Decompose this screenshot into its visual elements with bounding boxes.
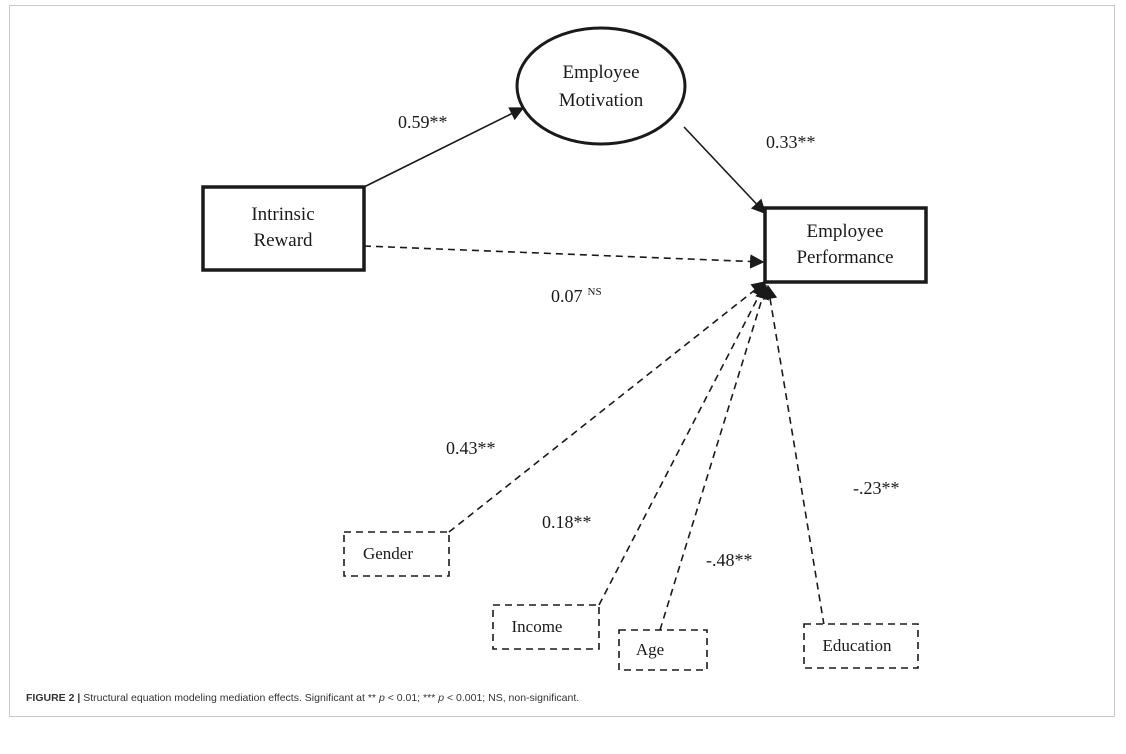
coef-education: -.23** — [853, 478, 900, 498]
coef-age: -.48** — [706, 550, 753, 570]
coef-reward-performance-sup: NS — [588, 286, 602, 298]
node-income-label: Income — [512, 617, 563, 636]
coef-gender: 0.43** — [446, 438, 496, 458]
node-gender — [343, 531, 450, 577]
path-motivation-performance — [683, 126, 766, 215]
sem-diagram: Employee Motivation Intrinsic Reward Emp… — [201, 26, 928, 671]
node-performance-line1: Employee — [806, 221, 883, 242]
path-reward-motivation — [363, 107, 525, 188]
coef-reward-motivation: 0.59** — [398, 112, 448, 132]
caption-p2: p — [438, 692, 445, 704]
node-income — [492, 604, 600, 650]
node-age-label: Age — [636, 640, 664, 659]
caption-text-1: Structural equation modeling mediation e… — [80, 692, 379, 704]
coef-reward-performance: 0.07 NS — [551, 286, 602, 306]
node-education-label: Education — [823, 636, 892, 655]
path-age-performance — [659, 284, 770, 631]
node-employee-performance — [763, 206, 928, 284]
caption-p1: p — [378, 692, 385, 704]
node-intrinsic-reward — [201, 185, 366, 272]
figure-caption: FIGURE 2 | Structural equation modeling … — [26, 692, 579, 704]
caption-text-2: < 0.01; *** — [384, 692, 439, 704]
node-intrinsic-line1: Intrinsic — [251, 204, 314, 225]
path-education-performance — [763, 284, 825, 626]
path-gender-performance — [448, 281, 767, 533]
path-income-performance — [598, 282, 766, 606]
node-education — [803, 623, 919, 669]
path-reward-performance — [363, 245, 765, 269]
node-motivation-line1: Employee — [562, 62, 639, 83]
node-intrinsic-line2: Reward — [253, 230, 313, 251]
caption-text-3: < 0.001; NS, non-significant. — [444, 692, 580, 704]
node-employee-motivation — [515, 26, 687, 146]
caption-label: FIGURE 2 | — [26, 692, 81, 704]
coef-motivation-performance: 0.33** — [766, 132, 816, 152]
node-gender-label: Gender — [363, 544, 413, 563]
coef-income: 0.18** — [542, 512, 592, 532]
node-age — [618, 629, 708, 671]
coef-reward-performance-value: 0.07 — [551, 286, 583, 306]
node-motivation-line2: Motivation — [559, 90, 644, 111]
node-performance-line2: Performance — [796, 247, 893, 268]
